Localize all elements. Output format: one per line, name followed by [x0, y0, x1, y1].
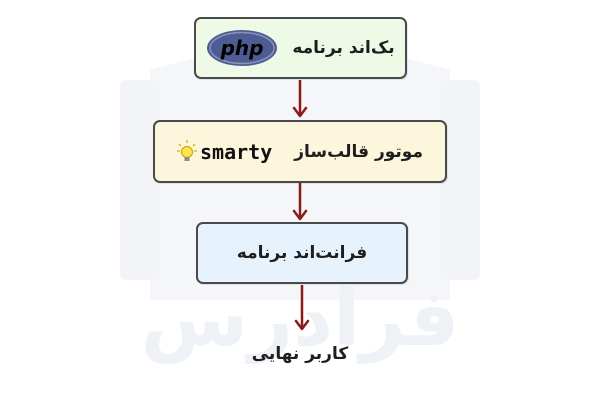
- node-backend-label: بک‌اند برنامه: [292, 38, 395, 58]
- end-user-label: کاربر نهایی: [251, 344, 349, 364]
- arrow-template-to-frontend: [292, 183, 308, 221]
- lightbulb-icon: [177, 139, 198, 164]
- node-frontend: فرانت‌اند برنامه: [196, 222, 408, 284]
- node-backend: بک‌اند برنامه php: [194, 17, 407, 79]
- smarty-logo-text: smarty: [200, 139, 273, 164]
- arrow-backend-to-template: [292, 80, 308, 118]
- arrow-frontend-to-end-user: [294, 285, 310, 331]
- node-template-engine-label: موتور قالب‌ساز: [294, 141, 423, 162]
- node-template-engine: موتور قالب‌ساز smarty: [153, 120, 447, 183]
- node-frontend-label: فرانت‌اند برنامه: [236, 243, 368, 263]
- watermark-text: فرادرس: [141, 274, 460, 364]
- php-logo-icon: php: [206, 29, 278, 67]
- php-logo-text: php: [220, 36, 264, 60]
- smarty-logo-icon: smarty: [177, 139, 273, 164]
